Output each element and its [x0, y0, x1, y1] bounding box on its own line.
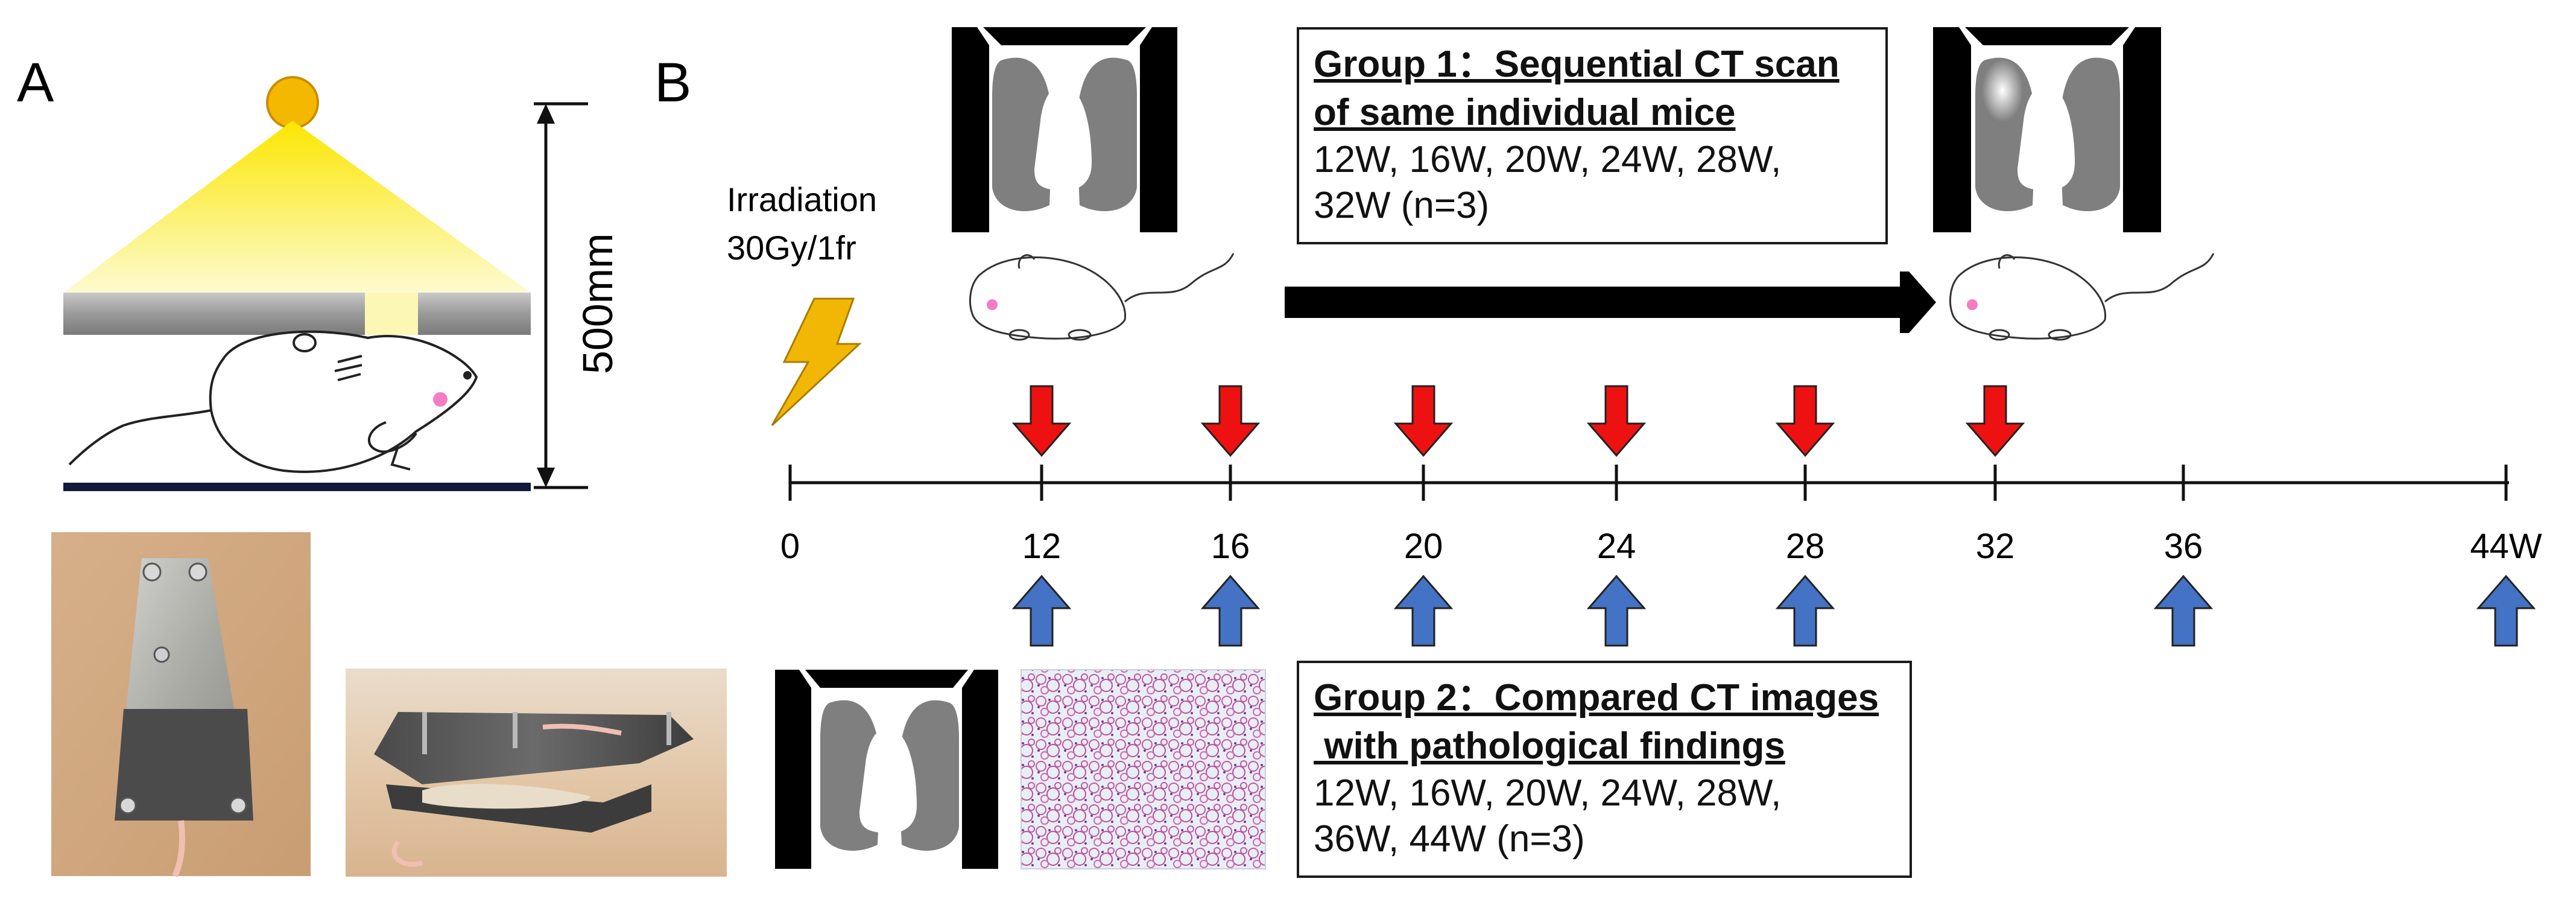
group2-scan-arrow: [1200, 574, 1261, 647]
group1-weeks-end: 32W (n=3): [1314, 185, 1490, 226]
mouse-cheek-baseline: [987, 299, 998, 310]
timeline-tick-label: 16: [1211, 527, 1250, 566]
irradiation-dose: 30Gy/1fr: [727, 229, 856, 267]
group2-box-frame: Group 2：Compared CT images with patholog…: [1297, 661, 1912, 878]
photo-lead-shield-top: [51, 532, 311, 878]
ct-image-group1-baseline: [952, 27, 1177, 232]
panel-b-label: B: [654, 52, 691, 113]
group1-box-frame: Group 1：Sequential CT scan of same indiv…: [1297, 27, 1888, 244]
lead-shield-left: [63, 293, 365, 335]
distance-marker: [534, 102, 588, 489]
dimension-arrow-top: [537, 104, 555, 124]
group2-scan-arrow: [2153, 574, 2214, 647]
irradiation-label: Irradiation: [727, 180, 877, 218]
timeline-tick-labels: 0 12 16 20 24 28 32 36 44W: [780, 527, 2542, 566]
timeline: [788, 465, 2509, 501]
group2-weeks: 12W, 16W, 20W, 24W, 28W,: [1314, 772, 1782, 814]
ct-image-group1-followup: [1933, 27, 2161, 232]
group1-scan-arrow: [1586, 385, 1647, 457]
mouse-illustration-baseline: [969, 253, 1235, 341]
timeline-tick-label: 20: [1404, 527, 1443, 566]
timeline-tick-label: 28: [1786, 527, 1825, 566]
group2-scan-arrows: [1011, 574, 2536, 647]
histology-image: [1021, 669, 1266, 869]
timeline-ticks: [1040, 465, 2508, 501]
group2-weeks-end: 36W, 44W (n=3): [1314, 818, 1585, 860]
timeline-tick-label: 24: [1597, 527, 1636, 566]
lightning-icon: [771, 297, 862, 427]
group1-scan-arrow: [1011, 385, 1072, 457]
timeline-tick-label: 12: [1022, 527, 1062, 566]
lead-shield-right: [418, 293, 531, 335]
timeline-tick-label: 36: [2164, 527, 2203, 566]
timeline-tick-label: 32: [1976, 527, 2015, 566]
group1-scan-arrows: [1011, 385, 2025, 457]
mouse-prone-illustration: [68, 330, 478, 473]
sequential-arrow-shaft: [1285, 287, 1900, 318]
mouse-illustration-followup: [1949, 253, 2215, 341]
group2-scan-arrow: [2476, 574, 2536, 647]
ct-image-group2: [775, 670, 998, 869]
group2-title: Group 2：Compared CT images: [1314, 677, 1879, 719]
distance-label: 500mm: [574, 233, 621, 374]
group2-scan-arrow: [1011, 574, 1072, 647]
group1-scan-arrow: [1393, 385, 1454, 457]
group2-scan-arrow: [1393, 574, 1454, 647]
couch-plate: [63, 483, 531, 491]
sequential-arrow-head: [1900, 272, 1936, 333]
radiation-beam: [63, 121, 531, 293]
group1-scan-arrow: [1965, 385, 2025, 457]
group1-scan-arrow: [1775, 385, 1835, 457]
group1-scan-arrow: [1200, 385, 1261, 457]
mouse-cheek: [433, 392, 448, 407]
group2-scan-arrow: [1775, 574, 1835, 647]
timeline-tick-label: 0: [780, 527, 800, 566]
group2-subtitle: with pathological findings: [1314, 725, 1785, 767]
mouse-cheek-followup: [1967, 299, 1978, 310]
group1-weeks: 12W, 16W, 20W, 24W, 28W,: [1314, 139, 1782, 180]
group1-subtitle: of same individual mice: [1314, 92, 1736, 133]
group1-title: Group 1：Sequential CT scan: [1314, 43, 1840, 85]
group2-scan-arrow: [1586, 574, 1647, 647]
photo-lead-shield-side: [346, 669, 727, 877]
timeline-tick-label: 44W: [2470, 527, 2542, 566]
panel-a-label: A: [17, 52, 54, 113]
dimension-arrow-bottom: [537, 468, 555, 488]
lamp-icon: [266, 76, 319, 129]
beam-slot: [365, 293, 418, 335]
